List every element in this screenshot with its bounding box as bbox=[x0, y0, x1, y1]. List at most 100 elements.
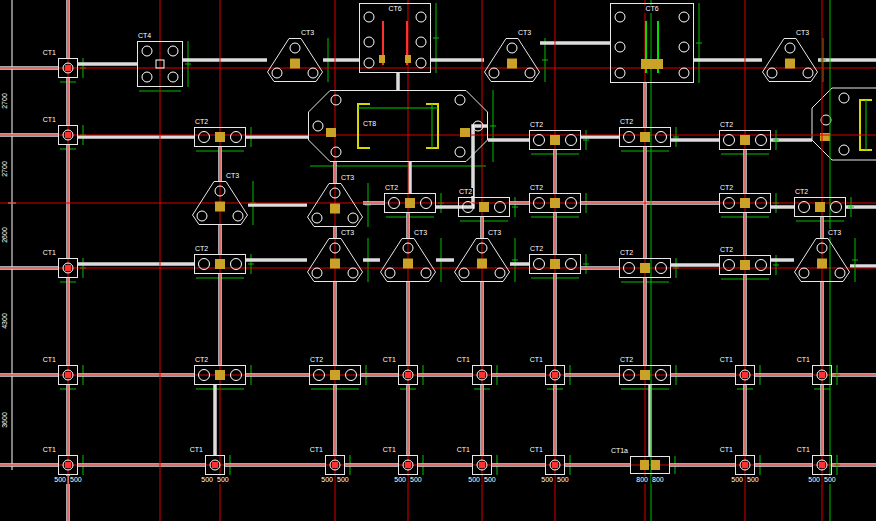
tie-beam bbox=[246, 135, 308, 139]
dimension-text: 500 bbox=[200, 476, 214, 484]
dimension-text: 800 bbox=[651, 476, 665, 484]
cap-outline bbox=[267, 38, 323, 82]
dimension-text: 500 bbox=[483, 476, 497, 484]
tie-beam bbox=[248, 203, 307, 207]
pile-cap: CT2 bbox=[458, 197, 510, 217]
cap-label: CT2 bbox=[529, 245, 544, 253]
pile-cap: CT3 bbox=[267, 38, 323, 82]
pile-cap: CT3 bbox=[454, 238, 510, 282]
cap-label: CT2 bbox=[194, 245, 209, 253]
pile-cap: CT1 bbox=[58, 365, 78, 385]
cap-outline bbox=[194, 254, 246, 274]
tie-beam bbox=[396, 73, 400, 90]
dimension-marks bbox=[60, 3, 858, 475]
dimension-text: 500 bbox=[730, 476, 744, 484]
cap-label: CT1 bbox=[456, 446, 471, 454]
cap-label: CT2 bbox=[529, 184, 544, 192]
cap-label: CT2 bbox=[794, 188, 809, 196]
dimension-text: 500 bbox=[556, 476, 570, 484]
cap-outline bbox=[794, 238, 850, 282]
pile-cap: CT2 bbox=[719, 193, 771, 213]
dimension-text: 4300 bbox=[1, 312, 9, 330]
cap-outline bbox=[398, 455, 418, 475]
cap-outline bbox=[762, 38, 818, 82]
pile-cap: CT2 bbox=[619, 127, 671, 147]
pile-cap: CT2 bbox=[719, 255, 771, 275]
tie-beam bbox=[436, 258, 454, 262]
cap-label: CT2 bbox=[194, 118, 209, 126]
cap-label: CT1 bbox=[796, 356, 811, 364]
dimension-text: 500 bbox=[540, 476, 554, 484]
cap-outline bbox=[398, 365, 418, 385]
cap-outline bbox=[719, 255, 771, 275]
pile-cap: CT3 bbox=[380, 238, 436, 282]
tie-beam bbox=[323, 58, 359, 62]
pile-cap: CT3 bbox=[762, 38, 818, 82]
pile-cap: CT1 bbox=[472, 365, 492, 385]
cap-label: CT1a bbox=[610, 447, 629, 455]
cap-outline bbox=[735, 365, 755, 385]
tie-beam bbox=[436, 205, 458, 209]
cap-outline bbox=[58, 455, 78, 475]
pile-cap: CT1 bbox=[398, 455, 418, 475]
cap-outline bbox=[308, 90, 488, 162]
cap-label: CT2 bbox=[384, 184, 399, 192]
tie-beam bbox=[540, 41, 610, 45]
pile-cap: CT6 bbox=[610, 3, 694, 83]
cap-outline bbox=[58, 58, 78, 78]
pile-cap: CT6 bbox=[359, 3, 431, 73]
dimension-text: 500 bbox=[409, 476, 423, 484]
pile-cap: CT1 bbox=[205, 455, 225, 475]
pile-cap: CT2 bbox=[194, 127, 246, 147]
pile-cap: CT3 bbox=[307, 238, 363, 282]
cap-outline bbox=[472, 455, 492, 475]
pile-cap: CT2 bbox=[794, 197, 846, 217]
dimension-text: 800 bbox=[635, 476, 649, 484]
pile-cap: CT1 bbox=[472, 455, 492, 475]
pile-cap: CT2 bbox=[384, 193, 436, 213]
cap-label: CT1 bbox=[309, 446, 324, 454]
tie-beam bbox=[510, 262, 529, 266]
axis-line bbox=[8, 0, 16, 470]
tie-beam bbox=[694, 58, 762, 62]
cap-outline bbox=[472, 365, 492, 385]
pile-cap: CT1 bbox=[58, 455, 78, 475]
cap-outline bbox=[610, 3, 694, 83]
cap-label: CT3 bbox=[795, 29, 810, 37]
tie-beam bbox=[78, 62, 137, 66]
pile-cap: CT1 bbox=[812, 455, 832, 475]
cap-label: CT3 bbox=[413, 229, 428, 237]
dimension-text: 2700 bbox=[1, 160, 9, 178]
dimension-text: 500 bbox=[69, 476, 83, 484]
cap-outline bbox=[58, 365, 78, 385]
tie-beam bbox=[78, 262, 194, 266]
cap-label: CT1 bbox=[529, 356, 544, 364]
dimension-text: 500 bbox=[467, 476, 481, 484]
cap-outline bbox=[545, 455, 565, 475]
cap-outline bbox=[192, 181, 248, 225]
cap-outline bbox=[307, 183, 363, 227]
pile-cap: CT1a bbox=[630, 456, 670, 474]
cap-outline bbox=[458, 197, 510, 217]
cap-label: CT2 bbox=[619, 356, 634, 364]
cap-label: CT3 bbox=[225, 172, 240, 180]
pile-cap: CT2 bbox=[529, 254, 581, 274]
dimension-text: 500 bbox=[320, 476, 334, 484]
cap-label: CT2 bbox=[529, 121, 544, 129]
dimension-text: 500 bbox=[53, 476, 67, 484]
pile-cap: CT1 bbox=[735, 455, 755, 475]
cap-label: CT1 bbox=[42, 116, 57, 124]
cap-outline bbox=[735, 455, 755, 475]
cap-outline bbox=[194, 127, 246, 147]
cap-label: CT1 bbox=[189, 446, 204, 454]
cap-label: CT1 bbox=[382, 446, 397, 454]
tie-beam bbox=[246, 258, 307, 262]
cap-outline bbox=[484, 38, 540, 82]
tie-beam bbox=[771, 258, 794, 262]
pile-cap: CT1 bbox=[58, 125, 78, 145]
pile-cap: CT2 bbox=[719, 130, 771, 150]
cap-outline bbox=[719, 193, 771, 213]
pile-cap: CT1 bbox=[545, 455, 565, 475]
cap-label: CT1 bbox=[42, 446, 57, 454]
